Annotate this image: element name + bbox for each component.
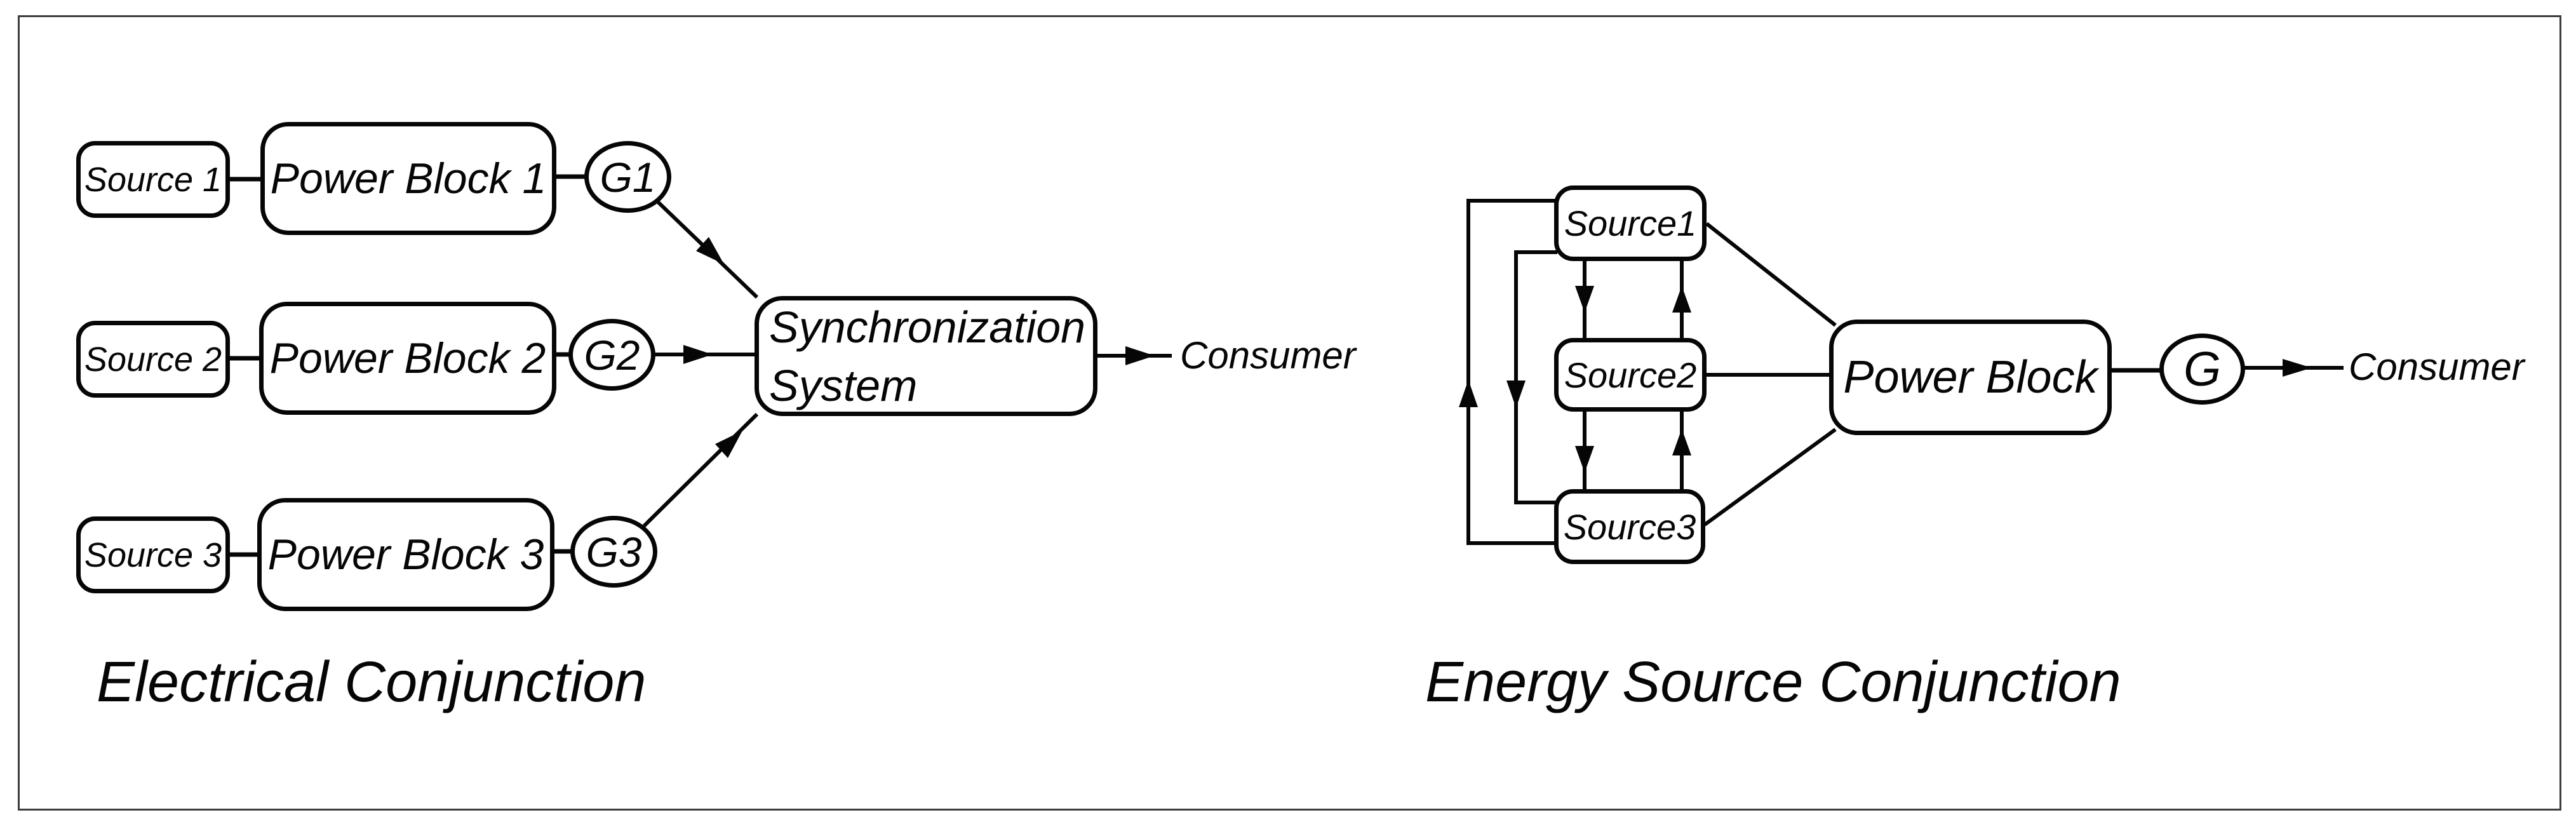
arrowhead-g3-to-sync [715, 431, 742, 458]
left-source-2-box: Source 2 [76, 321, 230, 398]
left-power-block-1-box: Power Block 1 [260, 122, 556, 235]
arrowhead-gap2-down [1575, 446, 1594, 473]
generator-g3-label: G3 [586, 528, 642, 576]
right-diagram-caption: Energy Source Conjunction [1425, 650, 2121, 714]
generator-g-label: G [2183, 342, 2222, 396]
left-source-1-box: Source 1 [76, 141, 230, 218]
wire-source3-powerblock [1703, 428, 1837, 527]
arrowhead-g1-to-sync [696, 237, 724, 264]
left-power-block-2-box: Power Block 2 [259, 302, 556, 415]
right-source-1-label: Source1 [1564, 203, 1697, 243]
left-source-3-box: Source 3 [76, 516, 230, 593]
right-power-block-box: Power Block [1829, 320, 2112, 435]
left-power-block-2-label: Power Block 2 [269, 334, 546, 382]
right-source-3-box: Source3 [1554, 489, 1705, 564]
right-source-2-box: Source2 [1554, 338, 1707, 412]
right-consumer-label: Consumer [2349, 346, 2525, 388]
arrowhead-g-to-consumer [2283, 359, 2312, 377]
wire-inner-feedback-bus [1514, 250, 1557, 504]
left-consumer-label: Consumer [1180, 334, 1356, 377]
generator-g3-ellipse: G3 [570, 516, 657, 588]
left-diagram-caption: Electrical Conjunction [97, 650, 647, 714]
wire-source1-powerblock [1705, 222, 1837, 327]
outer-frame [18, 15, 2561, 811]
generator-g-ellipse: G [2159, 334, 2245, 405]
arrowhead-outer-bus-up [1459, 380, 1478, 407]
generator-g1-ellipse: G1 [584, 141, 671, 213]
arrowhead-gap1-up [1672, 286, 1691, 313]
right-source-3-label: Source3 [1563, 506, 1696, 547]
arrowhead-gap2-up [1672, 429, 1691, 455]
wire-outer-feedback-bus [1466, 199, 1557, 545]
arrowhead-sync-to-consumer [1125, 346, 1155, 365]
left-power-block-3-label: Power Block 3 [267, 530, 544, 579]
synchronization-system-box: Synchronization System [755, 296, 1097, 416]
arrowhead-gap1-down [1575, 286, 1594, 313]
generator-g2-ellipse: G2 [568, 319, 655, 391]
right-power-block-label: Power Block [1843, 352, 2098, 403]
generator-g1-label: G1 [600, 153, 656, 201]
right-source-1-box: Source1 [1554, 185, 1707, 261]
arrowhead-g2-to-sync [683, 345, 713, 364]
left-power-block-3-box: Power Block 3 [257, 498, 554, 611]
right-source-2-label: Source2 [1564, 354, 1697, 395]
generator-g2-label: G2 [584, 331, 640, 379]
synchronization-system-label-line2: System [769, 360, 918, 410]
left-source-2-label: Source 2 [84, 340, 222, 379]
left-power-block-1-label: Power Block 1 [270, 154, 547, 203]
arrowhead-inner-bus-down [1506, 381, 1526, 408]
left-source-3-label: Source 3 [84, 536, 222, 574]
wire-g3-sync [642, 412, 759, 528]
left-source-1-label: Source 1 [84, 160, 222, 199]
synchronization-system-label-line1: Synchronization [769, 302, 1086, 352]
